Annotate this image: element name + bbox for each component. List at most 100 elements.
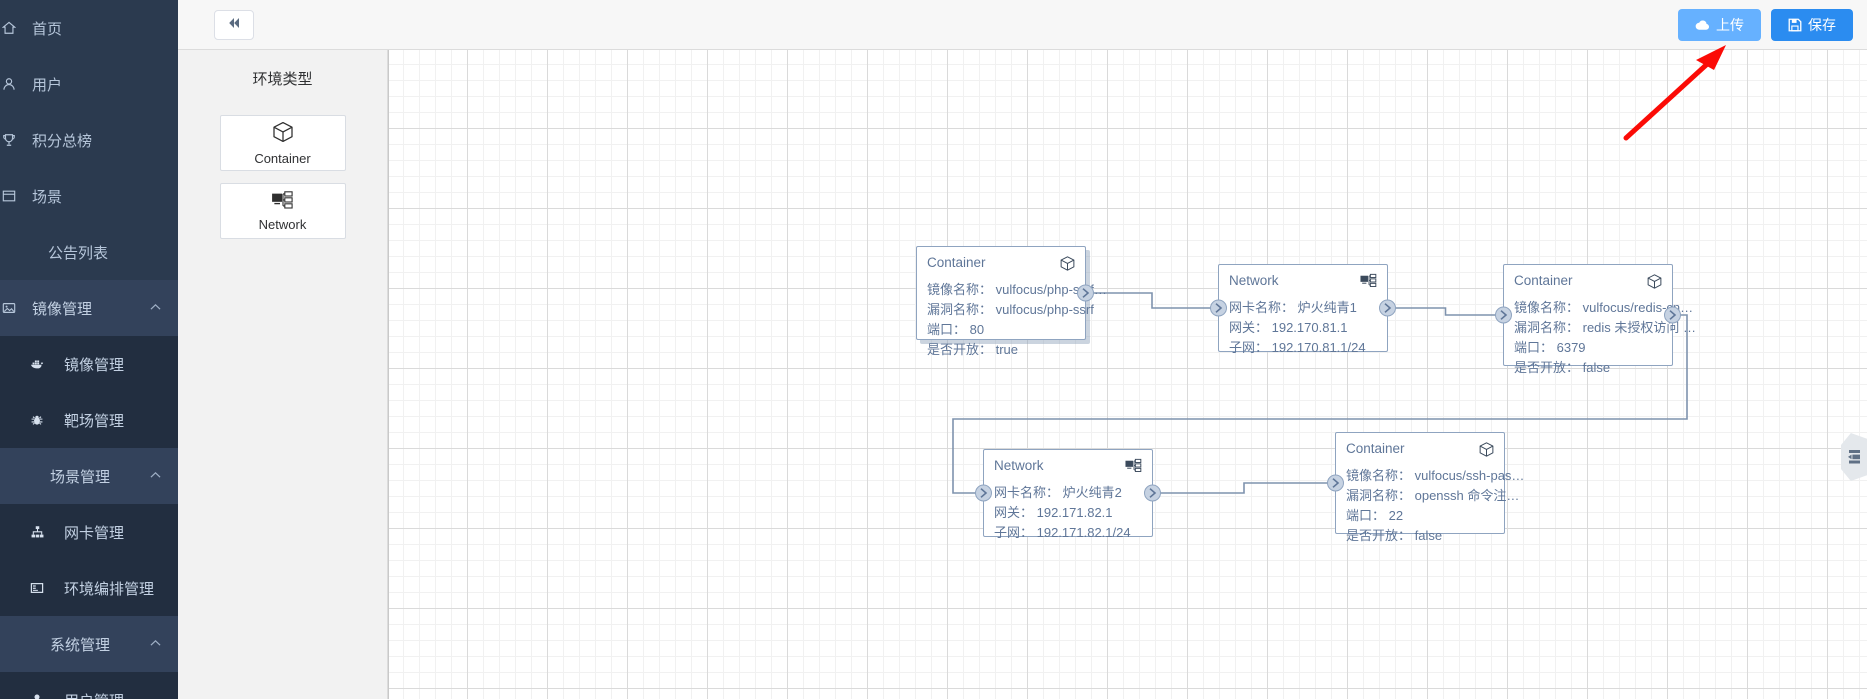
- node-field: 漏洞名称： vulfocus/php-ssrf: [927, 302, 1094, 317]
- node-field: 网关： 192.170.81.1: [1229, 320, 1348, 335]
- palette-item-network-label: Network: [258, 217, 307, 232]
- sidebar-item-label: 靶场管理: [64, 412, 125, 430]
- network-monitor-icon: [271, 190, 295, 215]
- cube-icon: [271, 120, 295, 149]
- node-field: 端口： 22: [1346, 508, 1404, 523]
- flow-edge-1: [1388, 307, 1503, 316]
- save-button-label: 保存: [1808, 16, 1836, 33]
- sidebar-item-label: 首页: [32, 20, 63, 38]
- flow-node-container-1[interactable]: Container 镜像名称： vulfocus/php-ssrf… 漏洞名称： v…: [916, 246, 1107, 357]
- sidebar-item-label: 系统管理: [50, 636, 111, 654]
- node-title: Container: [1514, 273, 1573, 288]
- node-field: 漏洞名称： redis 未授权访问 …: [1514, 320, 1697, 335]
- sidebar-item-label: 镜像管理: [32, 300, 93, 318]
- node-field: 网卡名称： 炉火纯青1: [1229, 300, 1357, 315]
- sidebar-item-4[interactable]: 公告列表: [0, 224, 178, 280]
- right-drawer-handle[interactable]: [1841, 433, 1867, 481]
- toolbar: 上传 保存: [178, 0, 1867, 50]
- sidebar-item-1[interactable]: 用户: [0, 56, 178, 112]
- node-field: 网卡名称： 炉火纯青2: [994, 485, 1122, 500]
- node-port-right[interactable]: [1664, 306, 1681, 324]
- flow-node-container-3[interactable]: Container 镜像名称： vulfocus/ssh-pas… 漏洞名称： op…: [1327, 432, 1525, 543]
- node-port-right[interactable]: [1379, 299, 1396, 317]
- sidebar-item-5[interactable]: 镜像管理: [0, 280, 178, 336]
- sidebar-item-label: 用户管理: [64, 690, 124, 699]
- sidebar-item-label: 公告列表: [48, 244, 109, 262]
- sidebar-item-label: 场景: [32, 188, 63, 206]
- node-title: Container: [927, 255, 986, 270]
- node-port-left[interactable]: [1327, 474, 1344, 492]
- network-monitor-icon: [1360, 273, 1378, 288]
- upload-button-label: 上传: [1716, 16, 1744, 33]
- bug-icon: [30, 413, 50, 427]
- scene-icon: [2, 189, 22, 203]
- sidebar-item-label: 用户: [32, 76, 63, 94]
- node-title: Network: [994, 458, 1044, 473]
- node-field: 镜像名称： vulfocus/php-ssrf…: [927, 282, 1107, 297]
- flow-node-network-1[interactable]: Network 网卡名称： 炉火纯青1 网关： 192.170.81.1 子网： 19…: [1210, 264, 1396, 355]
- node-port-right[interactable]: [1144, 484, 1161, 502]
- node-field: 是否开放： false: [1346, 528, 1443, 543]
- sidebar-nav: 首页用户积分总榜场景公告列表镜像管理镜像管理靶场管理场景管理网卡管理环境编排管理…: [0, 0, 178, 699]
- palette-item-network[interactable]: Network: [219, 183, 346, 239]
- sidebar-item-6[interactable]: 镜像管理: [0, 336, 178, 392]
- node-field: 子网： 192.171.82.1/24: [994, 525, 1131, 540]
- cloud-upload-icon: [1695, 19, 1710, 31]
- sidebar-item-label: 网卡管理: [64, 524, 125, 542]
- sitemap-icon: [30, 525, 50, 539]
- node-field: 是否开放： false: [1514, 360, 1611, 375]
- docker-icon: [30, 357, 50, 371]
- sidebar-item-7[interactable]: 靶场管理: [0, 392, 178, 448]
- chevron-up-icon: [150, 639, 161, 649]
- node-field: 端口： 6379: [1514, 340, 1586, 355]
- save-button[interactable]: 保存: [1771, 8, 1853, 41]
- palette-item-container-label: Container: [254, 151, 311, 166]
- toolbar-actions: 上传 保存: [1678, 8, 1853, 41]
- sidebar-item-label: 环境编排管理: [64, 580, 155, 598]
- node-field: 漏洞名称： openssh 命令注…: [1346, 488, 1520, 503]
- flow-node-network-2[interactable]: Network 网卡名称： 炉火纯青2 网关： 192.171.82.1 子网： 19…: [975, 449, 1161, 540]
- cube-icon: [1059, 255, 1076, 272]
- node-field: 是否开放： true: [927, 342, 1019, 357]
- node-field: 端口： 80: [927, 322, 985, 337]
- node-palette: 环境类型 Container: [178, 50, 388, 699]
- node-field: 网关： 192.171.82.1: [994, 505, 1113, 520]
- flow-canvas[interactable]: Container 镜像名称： vulfocus/php-ssrf… 漏洞名称： v…: [388, 50, 1867, 699]
- cube-icon: [1478, 441, 1495, 458]
- node-field: 镜像名称： vulfocus/ssh-pas…: [1346, 468, 1525, 483]
- layout-icon: [30, 581, 50, 595]
- sidebar-item-8[interactable]: 场景管理: [0, 448, 178, 504]
- main-area: 上传 保存 环境类型: [178, 0, 1867, 699]
- trophy-icon: [2, 133, 22, 147]
- palette-item-container[interactable]: Container: [219, 115, 346, 171]
- node-field: 子网： 192.170.81.1/24: [1229, 340, 1366, 355]
- cube-icon: [1646, 273, 1663, 290]
- home-icon: [2, 21, 22, 35]
- chevron-up-icon: [150, 303, 161, 313]
- sidebar-item-label: 镜像管理: [64, 356, 125, 374]
- node-port-left[interactable]: [1210, 299, 1227, 317]
- sidebar-item-label: 场景管理: [50, 468, 111, 486]
- upload-button[interactable]: 上传: [1678, 8, 1761, 41]
- sidebar-item-2[interactable]: 积分总榜: [0, 112, 178, 168]
- editor-body: 环境类型 Container: [178, 50, 1867, 699]
- sidebar-item-11[interactable]: 系统管理: [0, 616, 178, 672]
- sidebar-item-3[interactable]: 场景: [0, 168, 178, 224]
- palette-title: 环境类型: [252, 71, 313, 88]
- node-port-left[interactable]: [1495, 306, 1512, 324]
- chevron-up-icon: [150, 471, 161, 481]
- collapse-sidebar-button[interactable]: [214, 9, 254, 40]
- node-port-right[interactable]: [1077, 284, 1094, 302]
- network-monitor-icon: [1125, 458, 1143, 473]
- node-port-left[interactable]: [975, 484, 992, 502]
- node-title: Network: [1229, 273, 1279, 288]
- sidebar-item-12[interactable]: 用户管理: [0, 672, 178, 699]
- sidebar-item-10[interactable]: 环境编排管理: [0, 560, 178, 616]
- double-chevron-left-icon: [227, 16, 241, 34]
- person-icon: [30, 693, 50, 699]
- node-title: Container: [1346, 441, 1405, 456]
- sidebar-item-0[interactable]: 首页: [0, 0, 178, 56]
- sidebar-item-9[interactable]: 网卡管理: [0, 504, 178, 560]
